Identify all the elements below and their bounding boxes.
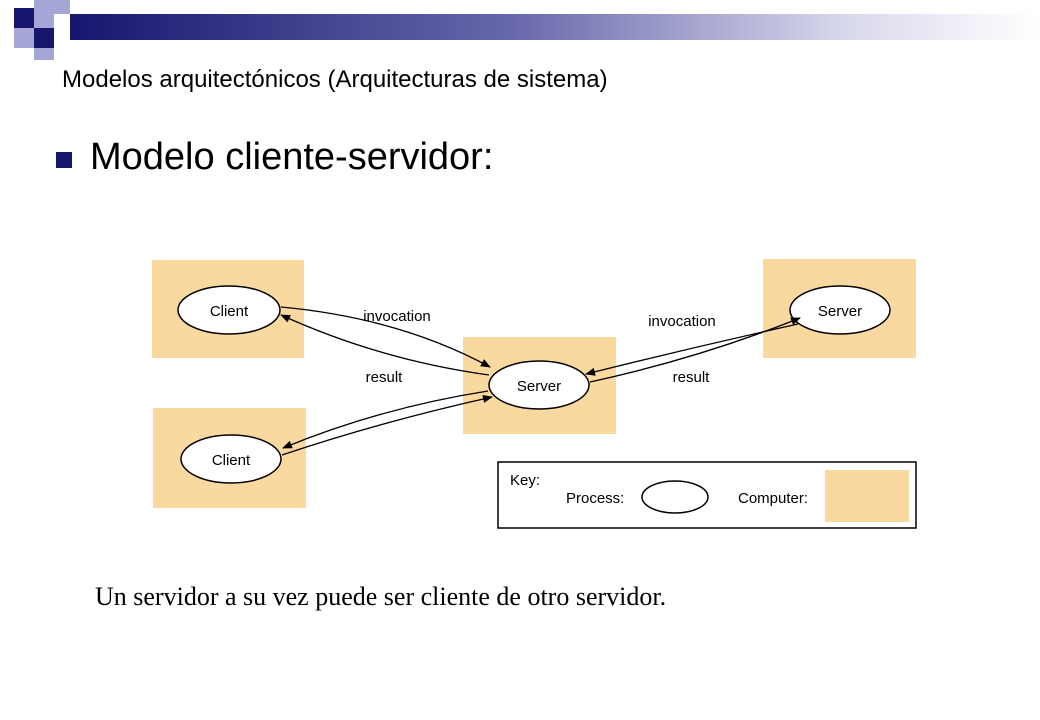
edge-label-result-right: result bbox=[673, 369, 711, 386]
process-client-2 bbox=[180, 434, 282, 484]
arrow-invocation-client1 bbox=[280, 306, 491, 368]
edge-label-result-left: result bbox=[366, 369, 404, 386]
node-label-server-center: Server bbox=[517, 378, 561, 395]
corner-square-light-4 bbox=[54, 0, 70, 14]
arrow-result-client1 bbox=[280, 314, 490, 376]
process-server-right bbox=[789, 285, 891, 335]
header-gradient-bar bbox=[70, 14, 1040, 40]
key-legend-process-label: Process: bbox=[566, 490, 624, 507]
key-legend-computer-label: Computer: bbox=[738, 490, 808, 507]
edge-label-invocation-left: invocation bbox=[363, 308, 431, 325]
key-legend-title: Key: bbox=[510, 472, 540, 489]
corner-square-light-1 bbox=[34, 0, 54, 8]
node-label-server-right: Server bbox=[818, 303, 862, 320]
arrow-result-client2 bbox=[282, 390, 489, 449]
corner-square-light-2 bbox=[34, 8, 54, 28]
caption-text: Un servidor a su vez puede ser cliente d… bbox=[95, 582, 667, 611]
process-client-1 bbox=[177, 285, 281, 335]
node-label-client-2: Client bbox=[212, 452, 251, 469]
bullet-icon bbox=[56, 152, 72, 168]
section-heading: Modelo cliente-servidor: bbox=[90, 136, 494, 178]
key-legend-process-swatch bbox=[641, 480, 709, 514]
arrow-invocation-server bbox=[589, 317, 801, 383]
slide-title: Modelos arquitectónicos (Arquitecturas d… bbox=[62, 66, 608, 93]
arrow-invocation-client2 bbox=[281, 395, 493, 456]
edge-label-invocation-right: invocation bbox=[648, 313, 716, 330]
arrow-result-server bbox=[585, 323, 799, 376]
key-legend-computer-swatch bbox=[825, 470, 909, 522]
corner-square-navy-2 bbox=[34, 28, 54, 48]
node-label-client-1: Client bbox=[210, 303, 249, 320]
corner-square-navy-1 bbox=[14, 8, 34, 28]
corner-square-light-5 bbox=[34, 48, 54, 60]
corner-square-light-3 bbox=[14, 28, 34, 48]
process-server-center bbox=[488, 360, 590, 410]
